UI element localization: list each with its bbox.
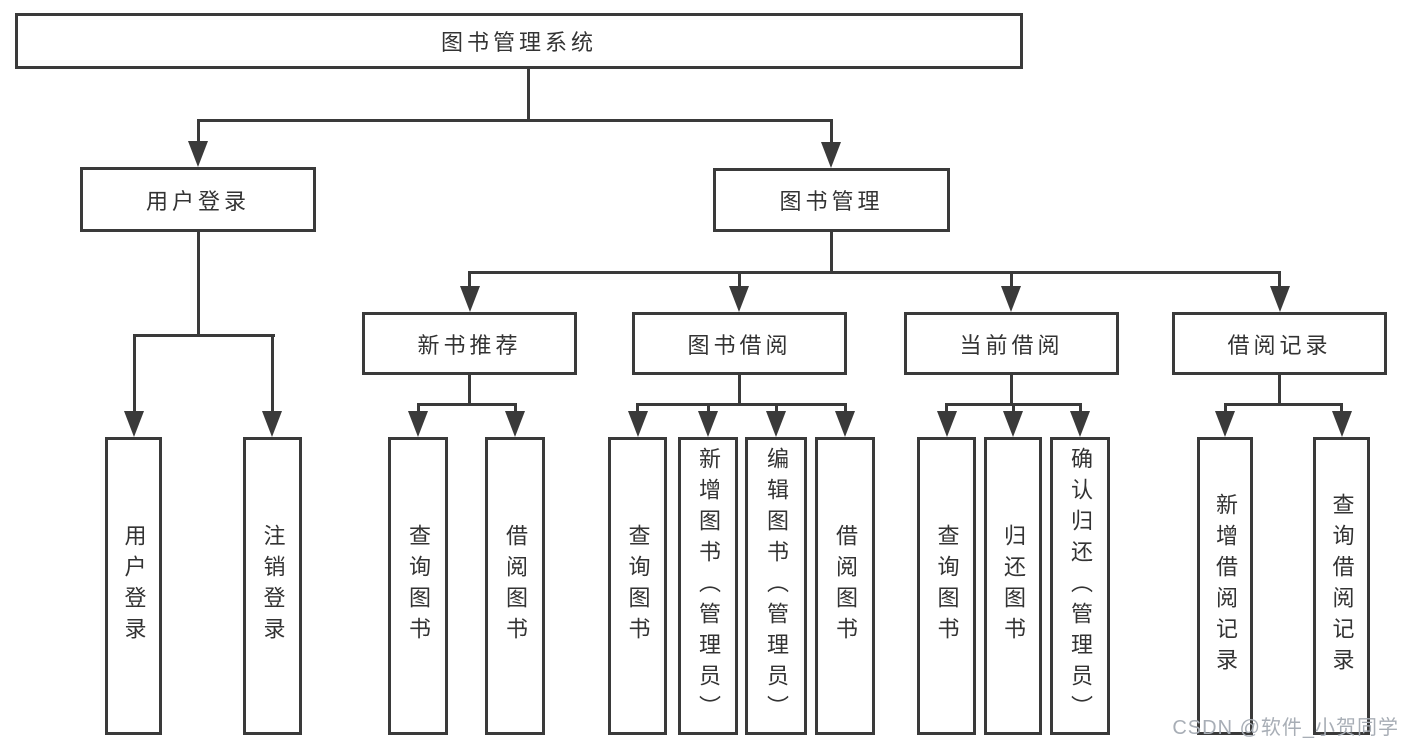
leaf-borrow-books-newbook: 借阅图书 — [485, 437, 545, 735]
node-label: 图书管理系统 — [440, 30, 597, 55]
leaf-logout-login: 注销登录 — [243, 437, 302, 735]
node-label: 归还图书 — [1001, 524, 1026, 648]
arrow-down-icon — [729, 286, 749, 312]
node-label: 借阅图书 — [503, 524, 528, 648]
connector-line — [1009, 375, 1013, 406]
connector-line — [1009, 271, 1013, 289]
node-library-system: 图书管理系统 — [15, 13, 1023, 69]
connector-line — [468, 271, 1281, 274]
node-borrowing-records: 借阅记录 — [1172, 312, 1387, 375]
connector-line — [416, 403, 420, 417]
node-book-management: 图书管理 — [713, 168, 950, 232]
connector-line — [270, 334, 274, 416]
node-label: 确认归还（管理员） — [1068, 446, 1093, 726]
connector-line — [468, 271, 471, 289]
leaf-add-borrow-record: 新增借阅记录 — [1197, 437, 1253, 735]
connector-line — [1340, 403, 1343, 417]
node-label: 新书推荐 — [417, 332, 522, 358]
connector-line — [1223, 403, 1343, 406]
node-label: 查询借阅记录 — [1329, 493, 1355, 679]
leaf-user-login: 用户登录 — [105, 437, 162, 735]
node-label: 借阅记录 — [1227, 332, 1332, 358]
connector-line — [132, 334, 136, 416]
arrow-down-icon — [766, 411, 786, 437]
node-label: 注销登录 — [260, 524, 286, 648]
arrow-down-icon — [124, 411, 144, 437]
arrow-down-icon — [1070, 411, 1090, 437]
connector-line — [416, 403, 517, 406]
leaf-query-books-borrowing: 查询图书 — [608, 437, 667, 735]
connector-line — [1011, 403, 1015, 417]
node-label: 新增借阅记录 — [1213, 493, 1238, 679]
node-label: 用户登录 — [145, 188, 250, 214]
connector-line — [636, 403, 639, 417]
node-label: 图书借阅 — [687, 332, 792, 358]
leaf-query-books-newbook: 查询图书 — [388, 437, 448, 735]
arrow-down-icon — [1003, 411, 1023, 437]
node-label: 查询图书 — [625, 524, 651, 648]
connector-line — [737, 271, 741, 289]
arrow-down-icon — [1269, 286, 1290, 312]
connector-line — [706, 403, 710, 417]
node-user-login: 用户登录 — [80, 167, 316, 232]
node-label: 当前借阅 — [959, 332, 1064, 358]
connector-line — [843, 403, 847, 417]
arrow-down-icon — [505, 411, 525, 437]
node-book-borrowing: 图书借阅 — [632, 312, 847, 375]
connector-line — [829, 232, 833, 274]
arrow-down-icon — [459, 286, 480, 312]
connector-line — [774, 403, 778, 417]
node-label: 用户登录 — [121, 524, 147, 648]
connector-line — [132, 334, 275, 337]
arrow-down-icon — [936, 411, 957, 437]
connector-line — [829, 119, 833, 151]
arrow-down-icon — [1001, 286, 1021, 312]
arrow-down-icon — [408, 411, 428, 437]
node-label: 借阅图书 — [833, 524, 858, 648]
arrow-down-icon — [1215, 411, 1235, 437]
connector-line — [945, 403, 948, 417]
connector-line — [196, 232, 200, 337]
leaf-query-borrow-record: 查询借阅记录 — [1313, 437, 1370, 735]
arrow-down-icon — [835, 411, 855, 437]
node-label: 查询图书 — [406, 524, 431, 648]
connector-line — [1078, 403, 1082, 417]
node-label: 编辑图书（管理员） — [764, 446, 789, 726]
connector-line — [526, 69, 530, 122]
node-label: 图书管理 — [779, 189, 884, 214]
arrow-down-icon — [1331, 411, 1352, 437]
connector-line — [1278, 375, 1281, 406]
node-current-borrowing: 当前借阅 — [904, 312, 1119, 375]
connector-line — [196, 119, 200, 149]
connector-line — [513, 403, 517, 417]
leaf-borrow-books-borrowing: 借阅图书 — [815, 437, 875, 735]
node-label: 查询图书 — [934, 524, 960, 648]
arrow-down-icon — [627, 411, 648, 437]
connector-line — [468, 375, 471, 406]
arrow-down-icon — [698, 411, 718, 437]
connector-line — [737, 375, 741, 406]
leaf-query-books-current: 查询图书 — [917, 437, 976, 735]
leaf-add-book-admin: 新增图书（管理员） — [678, 437, 738, 735]
connector-line — [1223, 403, 1227, 417]
arrow-down-icon — [262, 411, 282, 437]
connector-line — [1278, 271, 1281, 289]
leaf-return-book: 归还图书 — [984, 437, 1042, 735]
csdn-watermark: CSDN @软件_小贺同学 — [1172, 717, 1399, 739]
node-label: 新增图书（管理员） — [696, 446, 721, 726]
connector-line — [636, 403, 846, 406]
arrow-down-icon — [188, 141, 208, 167]
connector-line — [196, 119, 833, 122]
node-new-book-recommendation: 新书推荐 — [362, 312, 577, 375]
leaf-edit-book-admin: 编辑图书（管理员） — [745, 437, 807, 735]
arrow-down-icon — [821, 142, 841, 168]
leaf-confirm-return-admin: 确认归还（管理员） — [1050, 437, 1110, 735]
